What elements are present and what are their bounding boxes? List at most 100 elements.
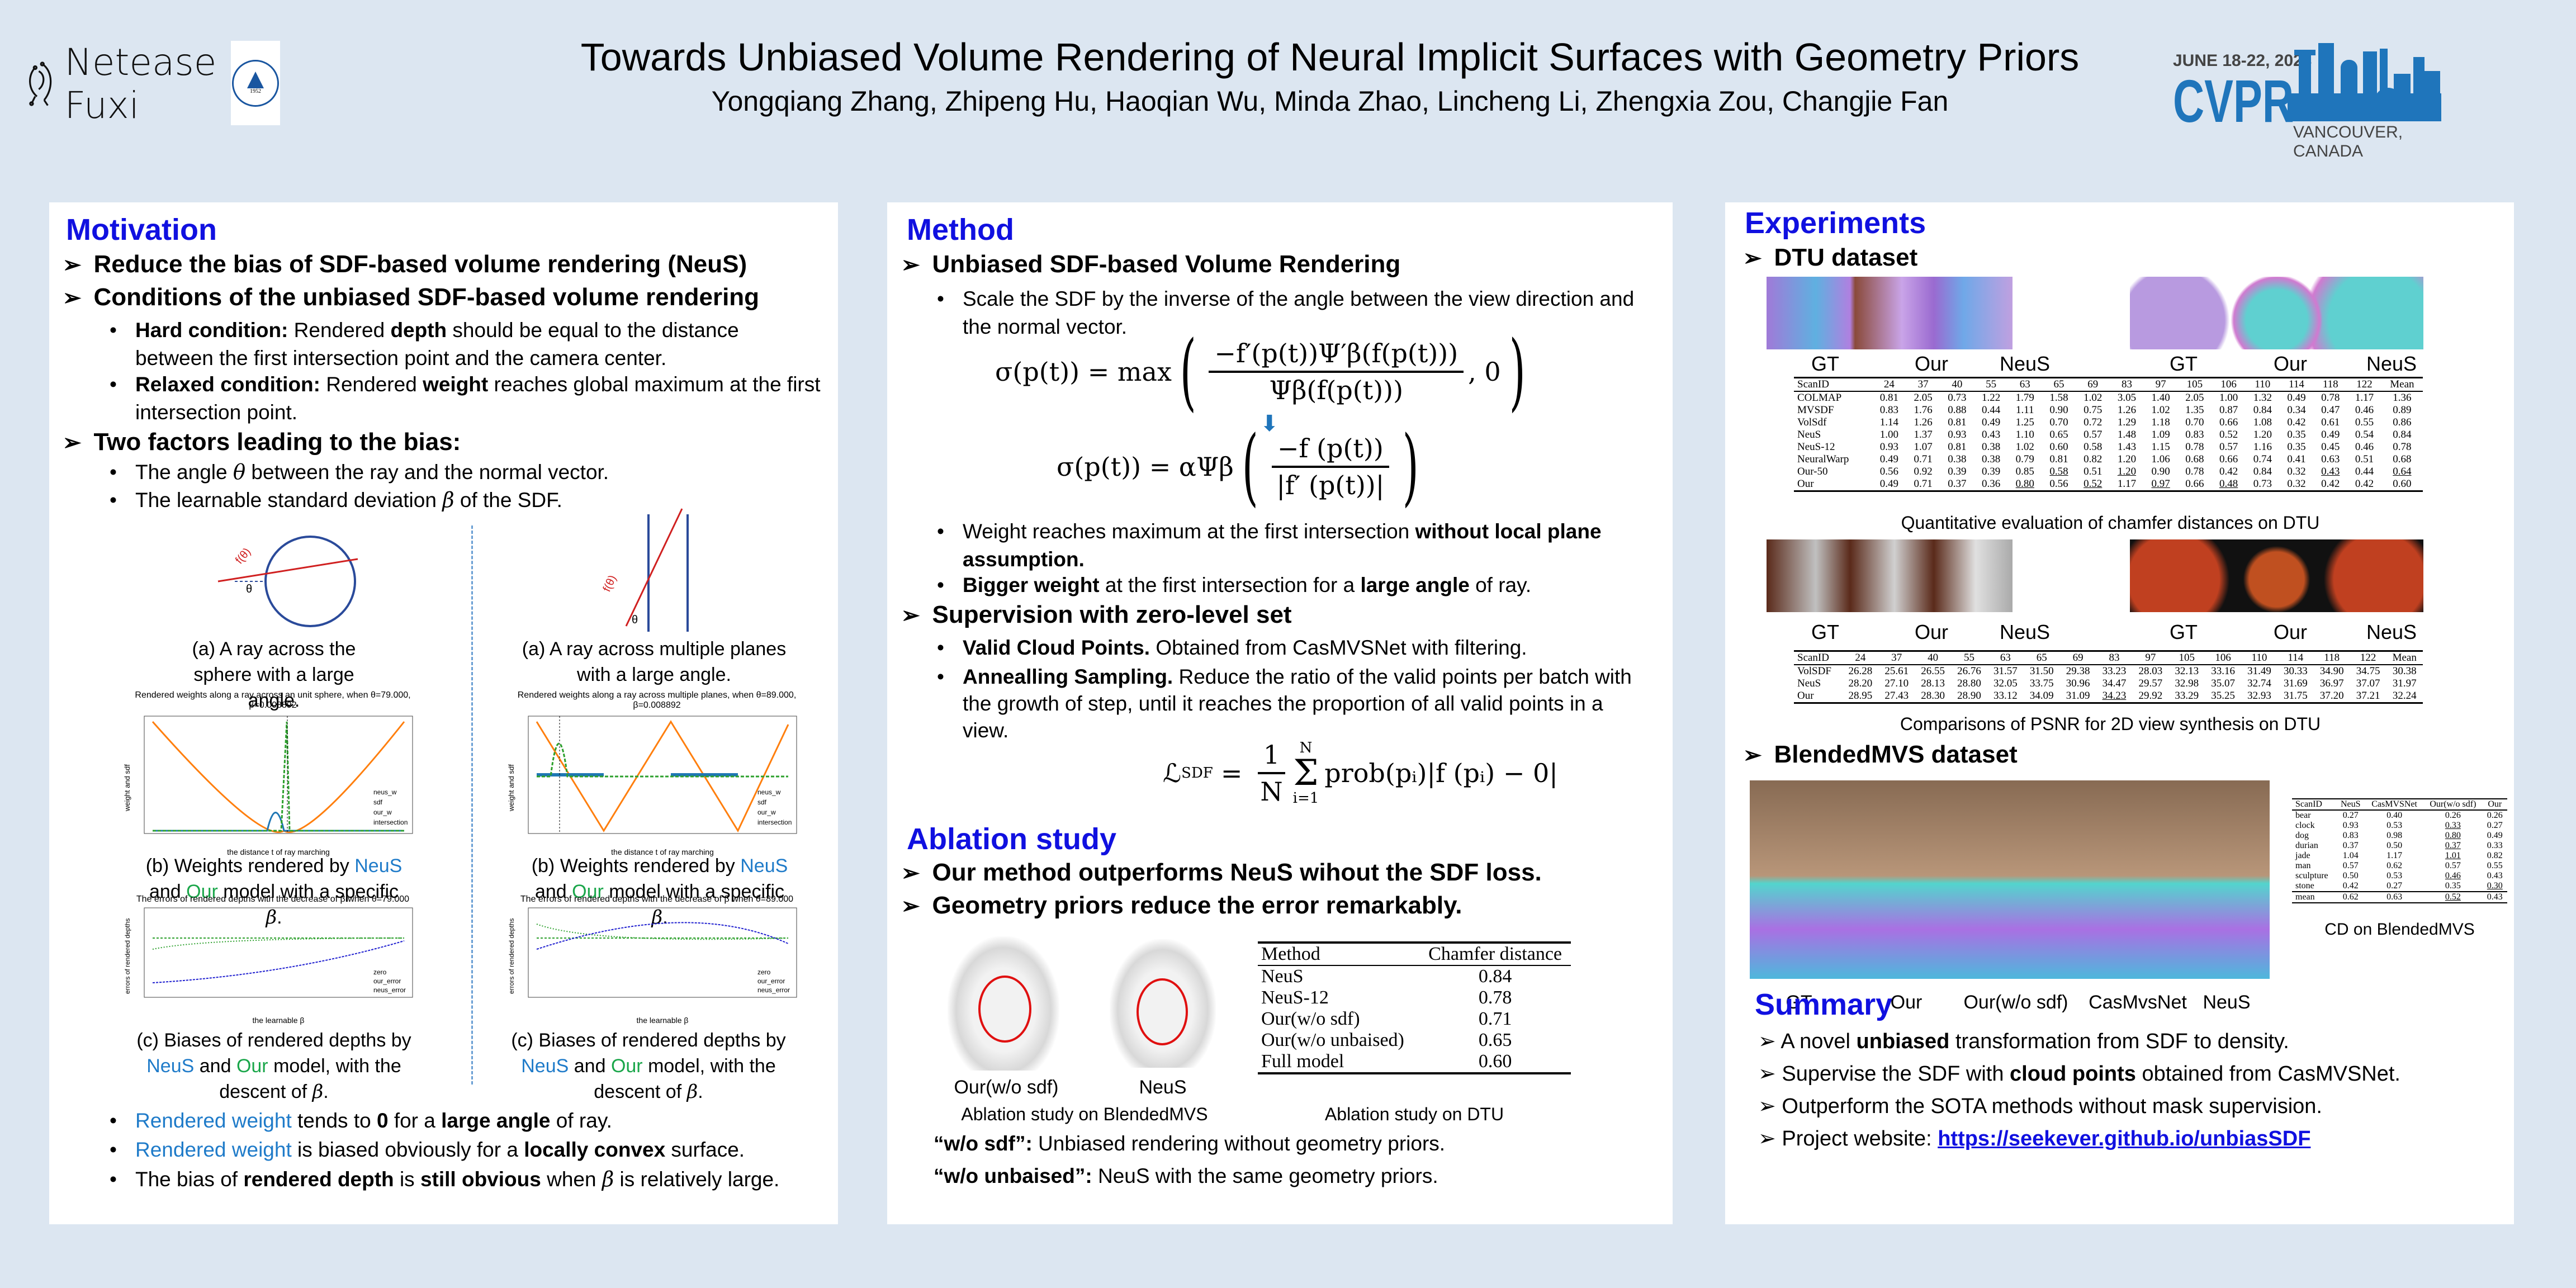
eq-denominator: Ψβ(f(p(t))) [1269,375,1404,405]
text-segment: of ray. [1469,574,1532,596]
sphere-ray-diagram: f(θ) θ [217,536,358,627]
table-cell: 0.78 [2321,392,2340,404]
down-arrow-icon: ⬇ [1260,411,1279,436]
text-segment: and [569,1055,611,1077]
caption-a-left: (a) A ray across the sphere with a large… [192,638,356,711]
column-header: NeuS [2340,799,2361,809]
finding-depth-bias: The bias of rendered depth is still obvi… [106,1166,822,1194]
table-cell: 0.49 [1981,416,2001,428]
summary-item: ➢ A novel unbiased transformation from S… [1758,1029,2289,1054]
table-cell: 0.73 [2253,478,2272,490]
planes-ray-diagram: f(θ) θ [601,508,689,632]
table-cell: 31.75 [2283,690,2308,702]
column-header: 69 [2072,652,2083,664]
table-cell: 0.83 [2342,831,2359,840]
image-label: NeuS [2366,352,2417,375]
arrow-bullet-icon: ➢ [1758,1095,1782,1118]
table-cell: 0.82 [2083,453,2103,465]
point-text: DTU dataset [1774,244,1918,271]
text-segment: The bias of [135,1168,244,1191]
ablation-point-1: ➢Our method outperforms NeuS wihout the … [901,859,1542,887]
text-segment: NeuS [146,1055,195,1077]
project-website-link[interactable]: https://seekever.github.io/unbiasSDF [1938,1127,2311,1150]
table-cell: 0.57 [2219,441,2238,453]
netease-fuxi-logo: Netease Fuxi [28,41,218,127]
table-cell: 2.05 [2185,392,2204,404]
plot-errors-sphere: The errors of rendered depths with the d… [122,894,424,1029]
f-theta-label: f(θ) [601,574,619,594]
ablation-image-label-neus: NeuS [1139,1077,1187,1098]
summary-text: A novel unbiased transformation from SDF… [1781,1030,2289,1053]
arrow-bullet-icon: ➢ [63,286,82,310]
table-cell: 0.75 [2083,404,2103,416]
y-axis-label: errors of rendered depths [508,918,515,994]
table-cell: 0.58 [2083,441,2103,453]
table-cell: 0.57 [2445,861,2461,870]
table-cell: 0.97 [2151,478,2170,490]
table-cell: 0.71 [1478,1008,1512,1029]
sum-lower: i=1 [1292,790,1319,807]
table-cell: 34.23 [2102,690,2127,702]
table-cell: 26.55 [1921,665,1945,677]
image-label: Our [2273,352,2307,375]
text-segment: model, with the descent of [219,1055,401,1102]
summary-item: ➢ Outperform the SOTA methods without ma… [1758,1093,2322,1119]
text-segment: large angle [1360,574,1470,596]
table-cell: 0.81 [1948,441,1967,453]
image-label: GT [1811,352,1839,375]
text-segment: Weight reaches maximum at the first inte… [963,520,1415,543]
text-segment: Hard condition: [135,319,288,342]
table-cell: 32.05 [1993,678,2018,689]
table-cell: sculpture [2295,871,2328,880]
point-text: Our method outperforms NeuS wihout the S… [932,859,1542,886]
table-cell: 0.66 [2219,453,2238,465]
table-cell: 0.42 [2355,478,2374,490]
table-cell: 0.37 [1948,478,1967,490]
table-cell: 0.26 [2487,811,2503,820]
table-cell: 31.57 [1993,665,2018,677]
table-cell: 1.00 [2219,392,2238,404]
cvpr-wordmark: CVPR [2173,67,2294,135]
text-segment: “w/o sdf”: [934,1132,1033,1155]
table-cell: clock [2295,821,2315,830]
text-segment: when [541,1168,602,1191]
method-point-supervision: ➢Supervision with zero-level set [901,601,1292,629]
table-cell: 0.68 [2393,453,2412,465]
table-cell: 0.78 [2185,441,2204,453]
legend-item: neus_error [373,986,406,994]
table-cell: 34.90 [2319,665,2344,677]
summary-item: ➢ Project website: https://seekever.gith… [1758,1126,2310,1151]
table-cell: Full model [1261,1051,1344,1072]
table-cell: 0.51 [2083,466,2103,477]
table-cell: Our-50 [1797,466,1828,477]
text-segment: tends to [291,1109,377,1132]
table-cell: 0.37 [2342,841,2359,850]
text-segment: . [277,907,282,928]
summary-heading: Summary [1755,988,1893,1021]
table-cell: 0.51 [2355,453,2374,465]
table-cell: 1.22 [1981,392,2001,404]
table-cell: 0.71 [1914,453,1933,465]
x-axis-label: the learnable β [637,1016,689,1025]
column-header: 97 [2145,652,2156,664]
annealing-sampling: Annealling Sampling. Reduce the ratio of… [934,664,1655,744]
column-header: Mean [2390,378,2414,390]
table-cell: 0.52 [2219,429,2238,441]
column-header: 105 [2179,652,2195,664]
figure-divider [471,525,473,1085]
table-cell: 31.09 [2066,690,2090,702]
text-segment: Bigger weight [963,574,1100,596]
table-cell: 0.82 [2487,851,2503,860]
table-cell: 1.79 [2015,392,2034,404]
table-cell: 34.75 [2356,665,2380,677]
point-text: Geometry priors reduce the error remarka… [932,892,1462,919]
image-label: CasMvsNet [2089,992,2187,1013]
table-cell: NeuS-12 [1261,987,1329,1008]
table-cell: 0.44 [1981,404,2001,416]
caption-b-left: (b) Weights rendered by NeuS and Our mod… [140,853,408,930]
column-header: 65 [2053,378,2064,390]
table-cell: 0.55 [2355,416,2374,428]
table-cell: 0.93 [2342,821,2359,830]
